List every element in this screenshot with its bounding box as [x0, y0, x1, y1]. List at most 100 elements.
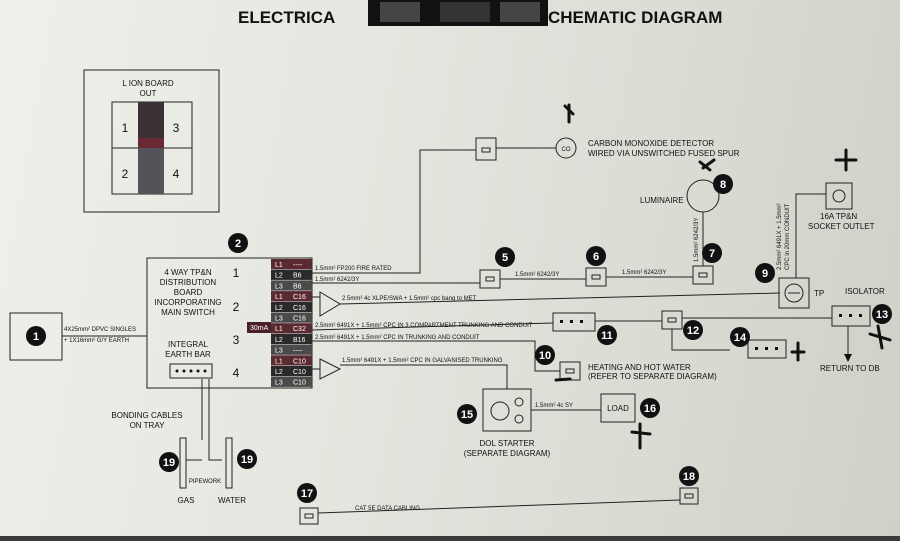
circuit-marker-number: 14	[734, 332, 747, 344]
distribution-board: 4 WAY TP&N DISTRIBUTION BOARD INCORPORAT…	[146, 257, 313, 389]
circuit-marker-19: 19	[237, 449, 257, 469]
way-4: 4	[233, 366, 240, 380]
breaker-rating: C32	[293, 326, 306, 333]
isolator-label: ISOLATOR	[845, 287, 885, 296]
jb-cell-2: 2	[122, 167, 129, 181]
circuit-marker-18: 18	[679, 466, 699, 486]
breaker-cell	[271, 344, 312, 355]
breaker-cell	[271, 333, 312, 345]
circuit-marker-10: 10	[535, 345, 555, 365]
breaker-phase: L2	[275, 337, 283, 344]
cable-motor: 1.5mm² 4c SY	[535, 403, 573, 409]
db-label-3: BOARD	[174, 288, 203, 297]
dol-starter	[482, 388, 532, 432]
breaker-rating: B6	[293, 283, 302, 290]
socket16a-label-2: SOCKET OUTLET	[808, 222, 875, 231]
way-1: 1	[233, 266, 240, 280]
cable-seg5-6: 1.5mm² 6242/3Y	[515, 272, 559, 278]
breaker-cell	[271, 280, 312, 291]
breaker-phase: L2	[275, 305, 283, 312]
return-label: RETURN TO DB	[820, 364, 880, 373]
bonding-label-2: ON TRAY	[130, 421, 165, 430]
cable-seg6-7: 1.5mm² 6242/3Y	[622, 270, 666, 276]
twin-socket-11	[552, 312, 596, 332]
circuit-marker-number: 18	[683, 471, 695, 483]
fire-circuit: 1.5mm² FP200 FIRE RATED CO CARBON MONOXI…	[312, 137, 740, 274]
earth-bar-label-2: EARTH BAR	[165, 350, 211, 359]
cable-way4: 1.5mm² 6491X + 1.5mm² CPC IN GALVANISED …	[342, 358, 503, 364]
heating-label-2: (REFER TO SEPARATE DIAGRAM)	[588, 372, 717, 381]
circuit-marker-11: 11	[597, 325, 617, 345]
breaker-cell	[271, 366, 312, 377]
cable-fire: 1.5mm² FP200 FIRE RATED	[315, 266, 392, 272]
cable-way3a: 2.5mm² 6491X + 1.5mm² CPC IN 3 COMPARTME…	[315, 323, 533, 329]
db-label-1: 4 WAY TP&N	[164, 268, 211, 277]
circuit-marker-13: 13	[872, 304, 892, 324]
supply-label-2: + 1X16mm² G/Y EARTH	[64, 338, 129, 344]
data-cabling: CAT 5E DATA CABLING	[299, 487, 699, 525]
circuit-marker-number: 2	[235, 238, 241, 250]
breaker-phase: L2	[275, 273, 283, 280]
circuit-marker-number: 10	[539, 350, 551, 362]
circuit-marker-number: 19	[241, 454, 253, 466]
twin-socket-14	[747, 339, 787, 359]
breaker-phase: L1	[275, 326, 283, 333]
dol-label-1: DOL STARTER	[480, 439, 535, 448]
title-left: ELECTRICA	[238, 8, 335, 27]
breaker-phase: L2	[275, 369, 283, 376]
breaker-cell	[271, 291, 312, 302]
tp-label: TP	[814, 289, 824, 298]
circuit-marker-16: 16	[640, 398, 660, 418]
circuit-marker-number: 6	[593, 251, 599, 263]
breaker-phase: L3	[275, 316, 283, 323]
cable-way3b: 2.5mm² 6491X + 1.5mm² CPC IN TRUNKING AN…	[315, 335, 480, 341]
jb-cell-1: 1	[122, 121, 129, 135]
supply: 4X25mm² DPVC SINGLES + 1X16mm² G/Y EARTH	[9, 312, 147, 361]
circuit-marker-12: 12	[683, 320, 703, 340]
circuit-marker-19: 19	[159, 452, 179, 472]
circuit-marker-15: 15	[457, 404, 477, 424]
fused-spur	[475, 137, 497, 161]
db-label-5: MAIN SWITCH	[161, 308, 215, 317]
circuit-marker-number: 15	[461, 409, 473, 421]
load-label: LOAD	[607, 404, 629, 413]
power-circuit: 2.5mm² 4c XLPE/SWA + 1.5mm² cpc bang to …	[312, 182, 885, 317]
breaker-phase: L3	[275, 283, 283, 290]
pipework-label: PIPEWORK	[189, 479, 221, 485]
circuit-marker-number: 8	[720, 179, 726, 191]
cable-way2: 2.5mm² 4c XLPE/SWA + 1.5mm² cpc bang to …	[342, 296, 477, 302]
breaker-phase: L1	[275, 358, 283, 365]
breaker-rating: B16	[293, 337, 306, 344]
rcd-label: 30mA	[250, 325, 269, 332]
circuit-marker-number: 12	[687, 325, 699, 337]
breaker-cell	[271, 259, 312, 270]
circuit-marker-9: 9	[755, 263, 775, 283]
bonding-label-1: BONDING CABLES	[111, 411, 182, 420]
breaker-rating: B6	[293, 273, 302, 280]
circuit-marker-number: 9	[762, 268, 768, 280]
breaker-rating: C10	[293, 358, 306, 365]
breaker-cell	[271, 323, 312, 334]
breaker-rating: C10	[293, 380, 306, 387]
circuit-marker-number: 7	[709, 248, 715, 260]
circuit-marker-5: 5	[495, 247, 515, 267]
co-symbol: CO	[562, 147, 571, 153]
water-label: WATER	[218, 496, 246, 505]
circuit-marker-number: 17	[301, 488, 313, 500]
circuit-marker-8: 8	[713, 174, 733, 194]
bonding: BONDING CABLES ON TRAY PIPEWORK GAS WATE…	[111, 379, 246, 505]
socket-16a	[825, 182, 853, 210]
cable-iso-2: CPC in 20mm CONDUIT	[785, 203, 791, 270]
load-box	[600, 393, 636, 423]
earth-bar-label-1: INTEGRAL	[168, 340, 209, 349]
breaker-cell	[271, 376, 312, 387]
cable-iso-1: 2.5mm² 6491X + 1.5mm²	[777, 203, 783, 270]
ring-circuit: 2.5mm² 6491X + 1.5mm² CPC IN 3 COMPARTME…	[311, 305, 880, 381]
supply-label-1: 4X25mm² DPVC SINGLES	[64, 327, 136, 333]
way-2: 2	[233, 300, 240, 314]
breaker-phase: L1	[275, 262, 283, 269]
circuit-marker-number: 11	[601, 330, 613, 342]
